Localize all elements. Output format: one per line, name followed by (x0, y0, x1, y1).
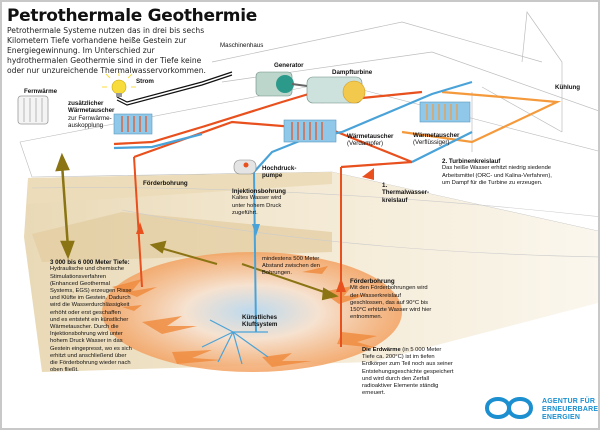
label-hochdruckpumpe: Hochdruck-pumpe (262, 165, 297, 180)
label-kluftsystem: Künstliches Kluftsystem (242, 314, 278, 329)
steam-turbine-icon (306, 76, 366, 104)
label-verfluessiger-title: Wärmetauscher (413, 132, 460, 139)
lightbulb-icon (102, 71, 136, 97)
label-erdwaerme-title: Die Erdwärme (362, 347, 401, 353)
label-tiefe-title: 3 000 bis 6 000 Meter Tiefe: (50, 259, 130, 266)
label-foerderbohrung-top: Förderbohrung (143, 180, 188, 187)
logo-line-1: AGENTUR FÜR (542, 398, 596, 405)
label-injektionsbohrung-title: Injektionsbohrung (232, 188, 286, 195)
label-verdampfer-sub: (Verdampfer) (347, 140, 384, 148)
machine-house (211, 11, 598, 152)
label-zusatz-waermetauscher-title: zusätzlicher Wärmetauscher (68, 100, 115, 115)
label-abstand: mindestens 500 Meter Abstand zwischen de… (262, 256, 321, 277)
label-thermalwasserkreislauf: 1. Thermalwasser-kreislauf (382, 182, 430, 204)
label-turbinenkreislauf: 2. Turbinenkreislauf Das heiße Wasser er… (442, 158, 557, 187)
label-erdwaerme-text: (in 5 000 Meter Tiefe ca. 200°C) ist im … (362, 347, 454, 397)
label-zusatz-waermetauscher: zusätzlicher Wärmetauscher zur Fernwärme… (68, 100, 118, 130)
page-title: Petrothermale Geothermie (7, 6, 257, 26)
label-injektionsbohrung-text: Kaltes Wasser wird unter hohem Druck zug… (232, 195, 282, 216)
fracture-zone (102, 252, 402, 372)
label-foerderbohrung-bottom-title: Förderbohrung (350, 278, 395, 285)
label-waermetauscher-verfluessiger: Wärmetauscher (Verflüssiger) (413, 132, 459, 147)
label-tiefe-text: Hydraulische und chemische Stimulationsv… (50, 266, 132, 374)
label-generator: Generator (274, 62, 304, 69)
power-cable (116, 71, 233, 106)
high-pressure-pump-icon (233, 159, 257, 175)
logo-line-2: ERNEUERBARE (542, 406, 599, 413)
label-turbinenkreislauf-title: 2. Turbinenkreislauf (442, 158, 501, 165)
generator-icon (255, 71, 308, 97)
label-verdampfer-title: Wärmetauscher (347, 133, 394, 140)
label-kuehlung: Kühlung (555, 84, 581, 91)
depth-arrow (55, 152, 75, 260)
label-dampfturbine: Dampfturbine (332, 69, 373, 76)
label-erdwaerme: Die Erdwärme (in 5 000 Meter Tiefe ca. 2… (362, 347, 454, 397)
intro-text: Petrothermale Systeme nutzen das in drei… (7, 26, 206, 75)
label-foerderbohrung-bottom-text: Mit den Förderbohrungen wird der Wasserk… (350, 285, 432, 321)
label-zusatz-waermetauscher-sub: zur Fernwärme-auskopplung (68, 114, 112, 130)
radiator-icon (17, 95, 49, 125)
heat-exchanger-condenser (419, 101, 471, 123)
label-strom: Strom (136, 78, 154, 85)
logo-agentur-erneuerbare-energien: AGENTUR FÜR ERNEUERBARE ENERGIEN (542, 398, 598, 422)
logo-line-3: ENERGIEN (542, 414, 581, 421)
label-tiefe: 3 000 bis 6 000 Meter Tiefe: Hydraulisch… (50, 259, 132, 374)
label-waermetauscher-verdampfer: Wärmetauscher (Verdampfer) (347, 133, 393, 148)
infinity-icon (484, 397, 534, 419)
distance-arrows (149, 240, 339, 301)
heat-exchanger-evaporator (283, 119, 337, 143)
label-foerderbohrung-bottom: Förderbohrung Mit den Förderbohrungen wi… (350, 278, 435, 321)
label-maschinenhaus: Maschinenhaus (220, 42, 264, 49)
heat-exchanger-district (113, 113, 153, 135)
label-injektionsbohrung: Injektionsbohrung Kaltes Wasser wird unt… (232, 188, 294, 217)
fracture-flakes (112, 266, 377, 367)
injection-well (201, 171, 269, 365)
label-turbinenkreislauf-text: Das heiße Wasser erhitzt niedrig siedend… (442, 165, 552, 186)
production-well-right (336, 167, 346, 347)
label-verfluessiger-sub: (Verflüssiger) (413, 139, 450, 147)
fracture-rays (201, 319, 269, 365)
label-fernwaerme: Fernwärme (24, 88, 58, 95)
production-well-left (133, 156, 144, 288)
